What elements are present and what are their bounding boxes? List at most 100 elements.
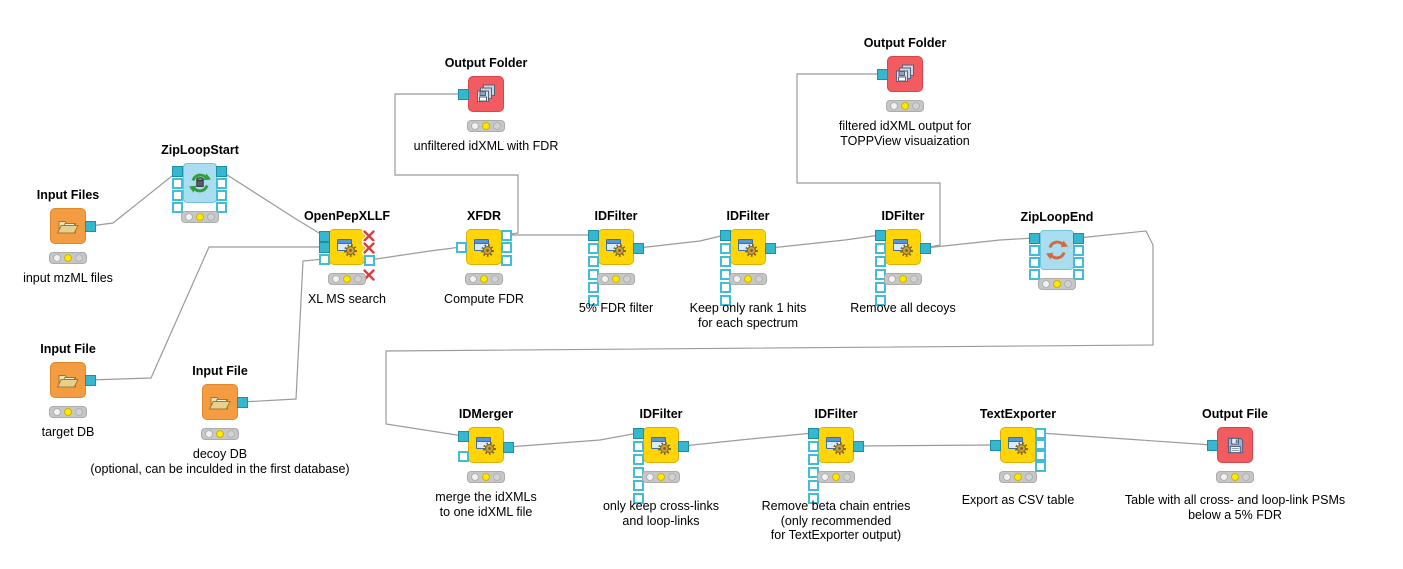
node-body-ziploop-end[interactable]: [1040, 230, 1074, 270]
right-port[interactable]: [1073, 245, 1084, 256]
left-port[interactable]: [808, 454, 819, 465]
left-port[interactable]: [588, 295, 599, 306]
node-body-output-file[interactable]: [1217, 427, 1253, 463]
right-port[interactable]: [216, 166, 227, 177]
left-port[interactable]: [990, 440, 1001, 451]
left-port[interactable]: [875, 243, 886, 254]
right-port[interactable]: [853, 441, 864, 452]
left-port[interactable]: [875, 295, 886, 306]
left-port[interactable]: [456, 242, 467, 253]
node-body-input-file-decoy[interactable]: [202, 384, 238, 420]
right-port[interactable]: [765, 243, 776, 254]
connection-xfdr--output-folder-1[interactable]: [394, 93, 519, 236]
right-port[interactable]: [1035, 461, 1046, 472]
right-port[interactable]: [237, 397, 248, 408]
left-port[interactable]: [319, 242, 330, 253]
node-body-output-folder-1[interactable]: [468, 76, 504, 112]
left-port[interactable]: [588, 230, 599, 241]
left-port[interactable]: [720, 295, 731, 306]
left-port[interactable]: [1207, 440, 1218, 451]
node-body-input-files[interactable]: [50, 208, 86, 244]
connection-ziploop-end--idmerger[interactable]: [385, 230, 1154, 437]
right-port[interactable]: [1035, 439, 1046, 450]
left-port[interactable]: [808, 493, 819, 504]
left-port[interactable]: [808, 428, 819, 439]
connection-input-file-decoy--openpepxllf[interactable]: [241, 258, 325, 403]
left-port[interactable]: [319, 254, 330, 265]
right-port[interactable]: [216, 202, 227, 213]
right-port[interactable]: [920, 243, 931, 254]
right-port[interactable]: [501, 255, 512, 266]
left-port[interactable]: [458, 431, 469, 442]
left-port[interactable]: [877, 69, 888, 80]
left-port[interactable]: [633, 454, 644, 465]
left-port[interactable]: [633, 441, 644, 452]
connection-idfilter-4--idfilter-5[interactable]: [682, 432, 814, 447]
right-port[interactable]: [501, 242, 512, 253]
left-port[interactable]: [720, 243, 731, 254]
node-body-idfilter-2[interactable]: [730, 229, 766, 265]
node-body-textexporter[interactable]: [1000, 427, 1036, 463]
right-port[interactable]: [216, 190, 227, 201]
left-port[interactable]: [458, 89, 469, 100]
left-port[interactable]: [588, 243, 599, 254]
left-port[interactable]: [720, 230, 731, 241]
left-port[interactable]: [172, 166, 183, 177]
left-port[interactable]: [588, 282, 599, 293]
left-port[interactable]: [875, 282, 886, 293]
connection-idfilter-2--idfilter-3[interactable]: [769, 234, 881, 249]
right-port[interactable]: [1035, 450, 1046, 461]
node-body-idfilter-4[interactable]: [643, 427, 679, 463]
connection-ziploop-start--openpepxllf[interactable]: [220, 170, 325, 237]
right-port[interactable]: [501, 230, 512, 241]
right-port[interactable]: [85, 221, 96, 232]
left-port[interactable]: [172, 202, 183, 213]
node-body-input-file-target[interactable]: [50, 362, 86, 398]
connection-textexporter--output-file[interactable]: [1039, 432, 1213, 446]
node-body-idfilter-5[interactable]: [818, 427, 854, 463]
left-port[interactable]: [808, 441, 819, 452]
left-port[interactable]: [458, 451, 469, 462]
connection-idfilter-5--textexporter[interactable]: [857, 444, 996, 447]
connection-idfilter-3--output-folder-2[interactable]: [796, 73, 941, 249]
connection-idmerger--idfilter-4[interactable]: [507, 432, 639, 448]
right-port[interactable]: [85, 375, 96, 386]
node-body-output-folder-2[interactable]: [887, 56, 923, 92]
left-port[interactable]: [319, 231, 330, 242]
left-port[interactable]: [875, 230, 886, 241]
connection-input-file-target--openpepxllf[interactable]: [89, 246, 324, 381]
right-port[interactable]: [1073, 257, 1084, 268]
left-port[interactable]: [172, 178, 183, 189]
right-port[interactable]: [1073, 233, 1084, 244]
node-body-xfdr[interactable]: [466, 229, 502, 265]
node-body-openpepxllf[interactable]: [329, 229, 365, 265]
right-port[interactable]: [364, 255, 375, 266]
left-port[interactable]: [172, 190, 183, 201]
right-port[interactable]: [678, 441, 689, 452]
right-port[interactable]: [503, 442, 514, 453]
connection-idfilter-1--idfilter-2[interactable]: [637, 234, 726, 249]
left-port[interactable]: [1029, 257, 1040, 268]
node-body-idfilter-3[interactable]: [885, 229, 921, 265]
connection-idfilter-3--ziploop-end[interactable]: [924, 237, 1035, 249]
right-port[interactable]: [1073, 269, 1084, 280]
left-port[interactable]: [633, 493, 644, 504]
left-port[interactable]: [588, 256, 599, 267]
left-port[interactable]: [875, 256, 886, 267]
connection-openpepxllf--xfdr[interactable]: [368, 246, 462, 261]
right-port[interactable]: [216, 178, 227, 189]
right-port[interactable]: [633, 243, 644, 254]
connection-input-files--ziploop-start[interactable]: [89, 171, 178, 227]
node-body-idfilter-1[interactable]: [598, 229, 634, 265]
left-port[interactable]: [633, 428, 644, 439]
node-body-idmerger[interactable]: [468, 427, 504, 463]
left-port[interactable]: [720, 282, 731, 293]
node-body-ziploop-start[interactable]: [183, 163, 217, 203]
left-port[interactable]: [1029, 245, 1040, 256]
left-port[interactable]: [1029, 233, 1040, 244]
left-port[interactable]: [720, 256, 731, 267]
right-port[interactable]: [1035, 428, 1046, 439]
left-port[interactable]: [633, 480, 644, 491]
left-port[interactable]: [808, 480, 819, 491]
left-port[interactable]: [1029, 269, 1040, 280]
